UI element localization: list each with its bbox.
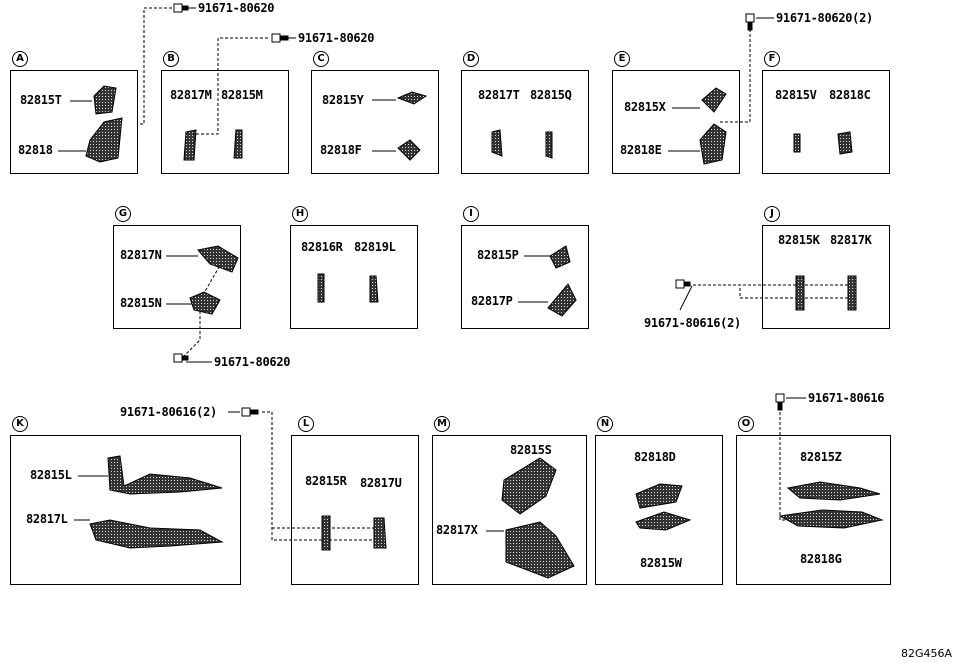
group-box-n: [595, 435, 723, 585]
diagram-code: 82G456A: [900, 647, 952, 660]
group-box-h: [290, 225, 418, 329]
part-label: 82817L: [26, 512, 68, 526]
group-letter-d: D: [463, 51, 479, 67]
part-label: 82815W: [640, 556, 682, 570]
group-box-o: [736, 435, 891, 585]
group-letter-f: F: [764, 51, 780, 67]
bolt-label: 91671-80620: [298, 31, 375, 45]
bolt-label: 91671-80620: [214, 355, 291, 369]
part-label: 82816R: [301, 240, 343, 254]
group-box-m: [432, 435, 587, 585]
part-label: 82815S: [510, 443, 552, 457]
part-label: 82815P: [477, 248, 519, 262]
bolt-icon: [173, 3, 785, 417]
part-label: 82818G: [800, 552, 842, 566]
part-label: 82817K: [830, 233, 872, 247]
part-label: 82818D: [634, 450, 676, 464]
group-letter-b: B: [163, 51, 179, 67]
part-label: 82815N: [120, 296, 162, 310]
group-letter-c: C: [313, 51, 329, 67]
group-letter-h: H: [292, 206, 308, 222]
part-label: 82817M: [170, 88, 212, 102]
group-letter-k: K: [12, 416, 28, 432]
group-letter-g: G: [115, 206, 131, 222]
part-label: 82815R: [305, 474, 347, 488]
part-label: 82818C: [829, 88, 871, 102]
group-letter-j: J: [764, 206, 780, 222]
group-letter-m: M: [434, 416, 450, 432]
group-box-k: [10, 435, 241, 585]
part-label: 82818F: [320, 143, 362, 157]
part-label: 82815Q: [530, 88, 572, 102]
part-label: 82817P: [471, 294, 513, 308]
group-letter-n: N: [597, 416, 613, 432]
group-letter-i: I: [463, 206, 479, 222]
part-label: 82815T: [20, 93, 62, 107]
part-label: 82818: [18, 143, 53, 157]
bolt-label: 91671-80616: [808, 391, 885, 405]
group-box-l: [291, 435, 419, 585]
part-label: 82817N: [120, 248, 162, 262]
group-letter-l: L: [298, 416, 314, 432]
part-label: 82815M: [221, 88, 263, 102]
bolt-label: 91671-80616(2): [644, 316, 741, 330]
part-label: 82818E: [620, 143, 662, 157]
bolt-label: 91671-80616(2): [120, 405, 217, 419]
bolt-label: 91671-80620(2): [776, 11, 873, 25]
group-box-g: [113, 225, 241, 329]
part-label: 82819L: [354, 240, 396, 254]
group-letter-e: E: [614, 51, 630, 67]
part-label: 82815V: [775, 88, 817, 102]
group-letter-o: O: [738, 416, 754, 432]
group-box-j: [762, 225, 890, 329]
group-box-c: [311, 70, 439, 174]
part-label: 82815K: [778, 233, 820, 247]
group-box-b: [161, 70, 289, 174]
group-box-a: [10, 70, 138, 174]
part-label: 82815X: [624, 100, 666, 114]
part-label: 82817U: [360, 476, 402, 490]
group-letter-a: A: [12, 51, 28, 67]
part-label: 82817T: [478, 88, 520, 102]
part-label: 82815Z: [800, 450, 842, 464]
part-label: 82817X: [436, 523, 478, 537]
part-label: 82815L: [30, 468, 72, 482]
group-box-d: [461, 70, 589, 174]
group-box-i: [461, 225, 589, 329]
bolt-label: 91671-80620: [198, 1, 275, 15]
group-box-e: [612, 70, 740, 174]
part-label: 82815Y: [322, 93, 364, 107]
group-box-f: [762, 70, 890, 174]
